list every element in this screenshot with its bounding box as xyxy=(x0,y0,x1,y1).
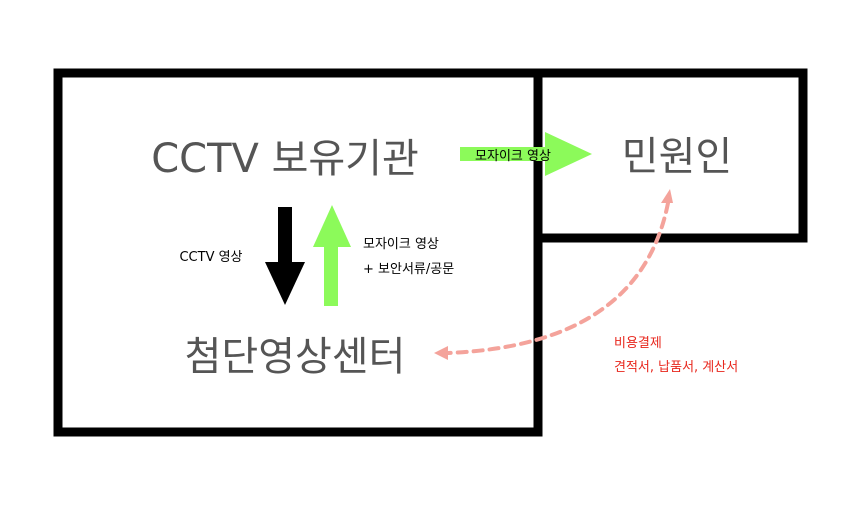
holder-box xyxy=(53,68,543,437)
arrow-holder-to-center xyxy=(265,207,305,305)
arrow-holder-to-complainant xyxy=(460,132,592,176)
label-center-to-holder-line1: 모자이크 영상 xyxy=(363,237,439,252)
arrow-complainant-center xyxy=(434,189,673,360)
node-cctv-holder: CCTV 보유기관 xyxy=(151,136,419,182)
label-holder-to-complainant: 모자이크 영상 xyxy=(475,149,551,164)
label-center-to-holder-line2: + 보안서류/공문 xyxy=(363,262,454,277)
label-payment-line1: 비용결제 xyxy=(614,336,662,351)
node-complainant: 민원인 xyxy=(622,134,732,180)
node-center: 첨단영상센터 xyxy=(185,334,406,380)
label-payment-line2: 견적서, 납품서, 계산서 xyxy=(614,360,738,375)
arrow-center-to-holder xyxy=(313,205,351,306)
label-holder-to-center: CCTV 영상 xyxy=(179,250,242,265)
